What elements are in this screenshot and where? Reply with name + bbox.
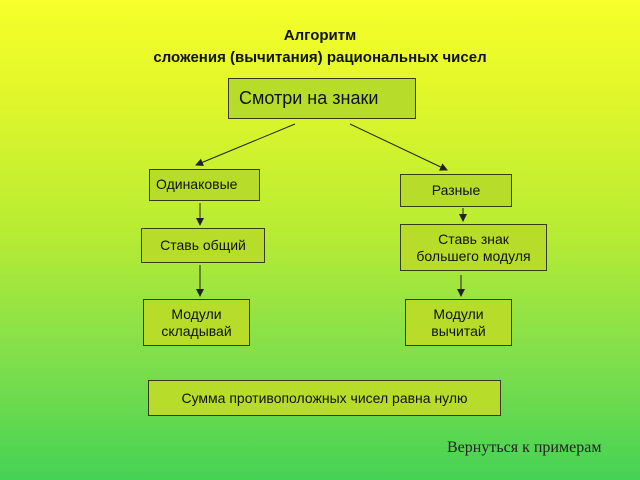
node-put-bigger-modulus-sign-line-2: большего модуля — [416, 247, 531, 264]
node-look-at-signs-label: Смотри на знаки — [239, 88, 379, 108]
node-subtract-moduli-line-2: вычитай — [431, 322, 486, 339]
node-add-moduli-line-2: складывай — [161, 322, 232, 339]
node-opposite-sum-zero-label: Сумма противоположных чисел равна нулю — [181, 389, 468, 406]
node-subtract-moduli: Модули вычитай — [405, 299, 512, 346]
arrow-root-to-diff — [349, 123, 448, 171]
node-put-bigger-modulus-sign-line-1: Ставь знак — [438, 230, 509, 247]
node-put-common-sign-label: Ставь общий — [160, 237, 246, 253]
arrow-root-to-same — [195, 123, 296, 167]
node-subtract-moduli-line-1: Модули — [433, 305, 484, 322]
node-look-at-signs: Смотри на знаки — [228, 78, 416, 119]
title-line-1: Алгоритм — [283, 27, 357, 44]
title-line-2: сложения (вычитания) рациональных чисел — [153, 49, 487, 66]
node-add-moduli-line-1: Модули — [171, 305, 222, 322]
node-opposite-sum-zero: Сумма противоположных чисел равна нулю — [148, 380, 501, 416]
node-same-signs: Одинаковые — [149, 169, 260, 201]
node-same-signs-label: Одинаковые — [156, 176, 238, 192]
node-add-moduli: Модули складывай — [143, 299, 250, 346]
node-different-signs-label: Разные — [431, 182, 481, 198]
node-put-common-sign: Ставь общий — [141, 228, 265, 263]
back-to-examples-link[interactable]: Вернуться к примерам — [447, 439, 602, 456]
node-put-bigger-modulus-sign: Ставь знак большего модуля — [400, 224, 547, 271]
node-different-signs: Разные — [400, 174, 512, 207]
